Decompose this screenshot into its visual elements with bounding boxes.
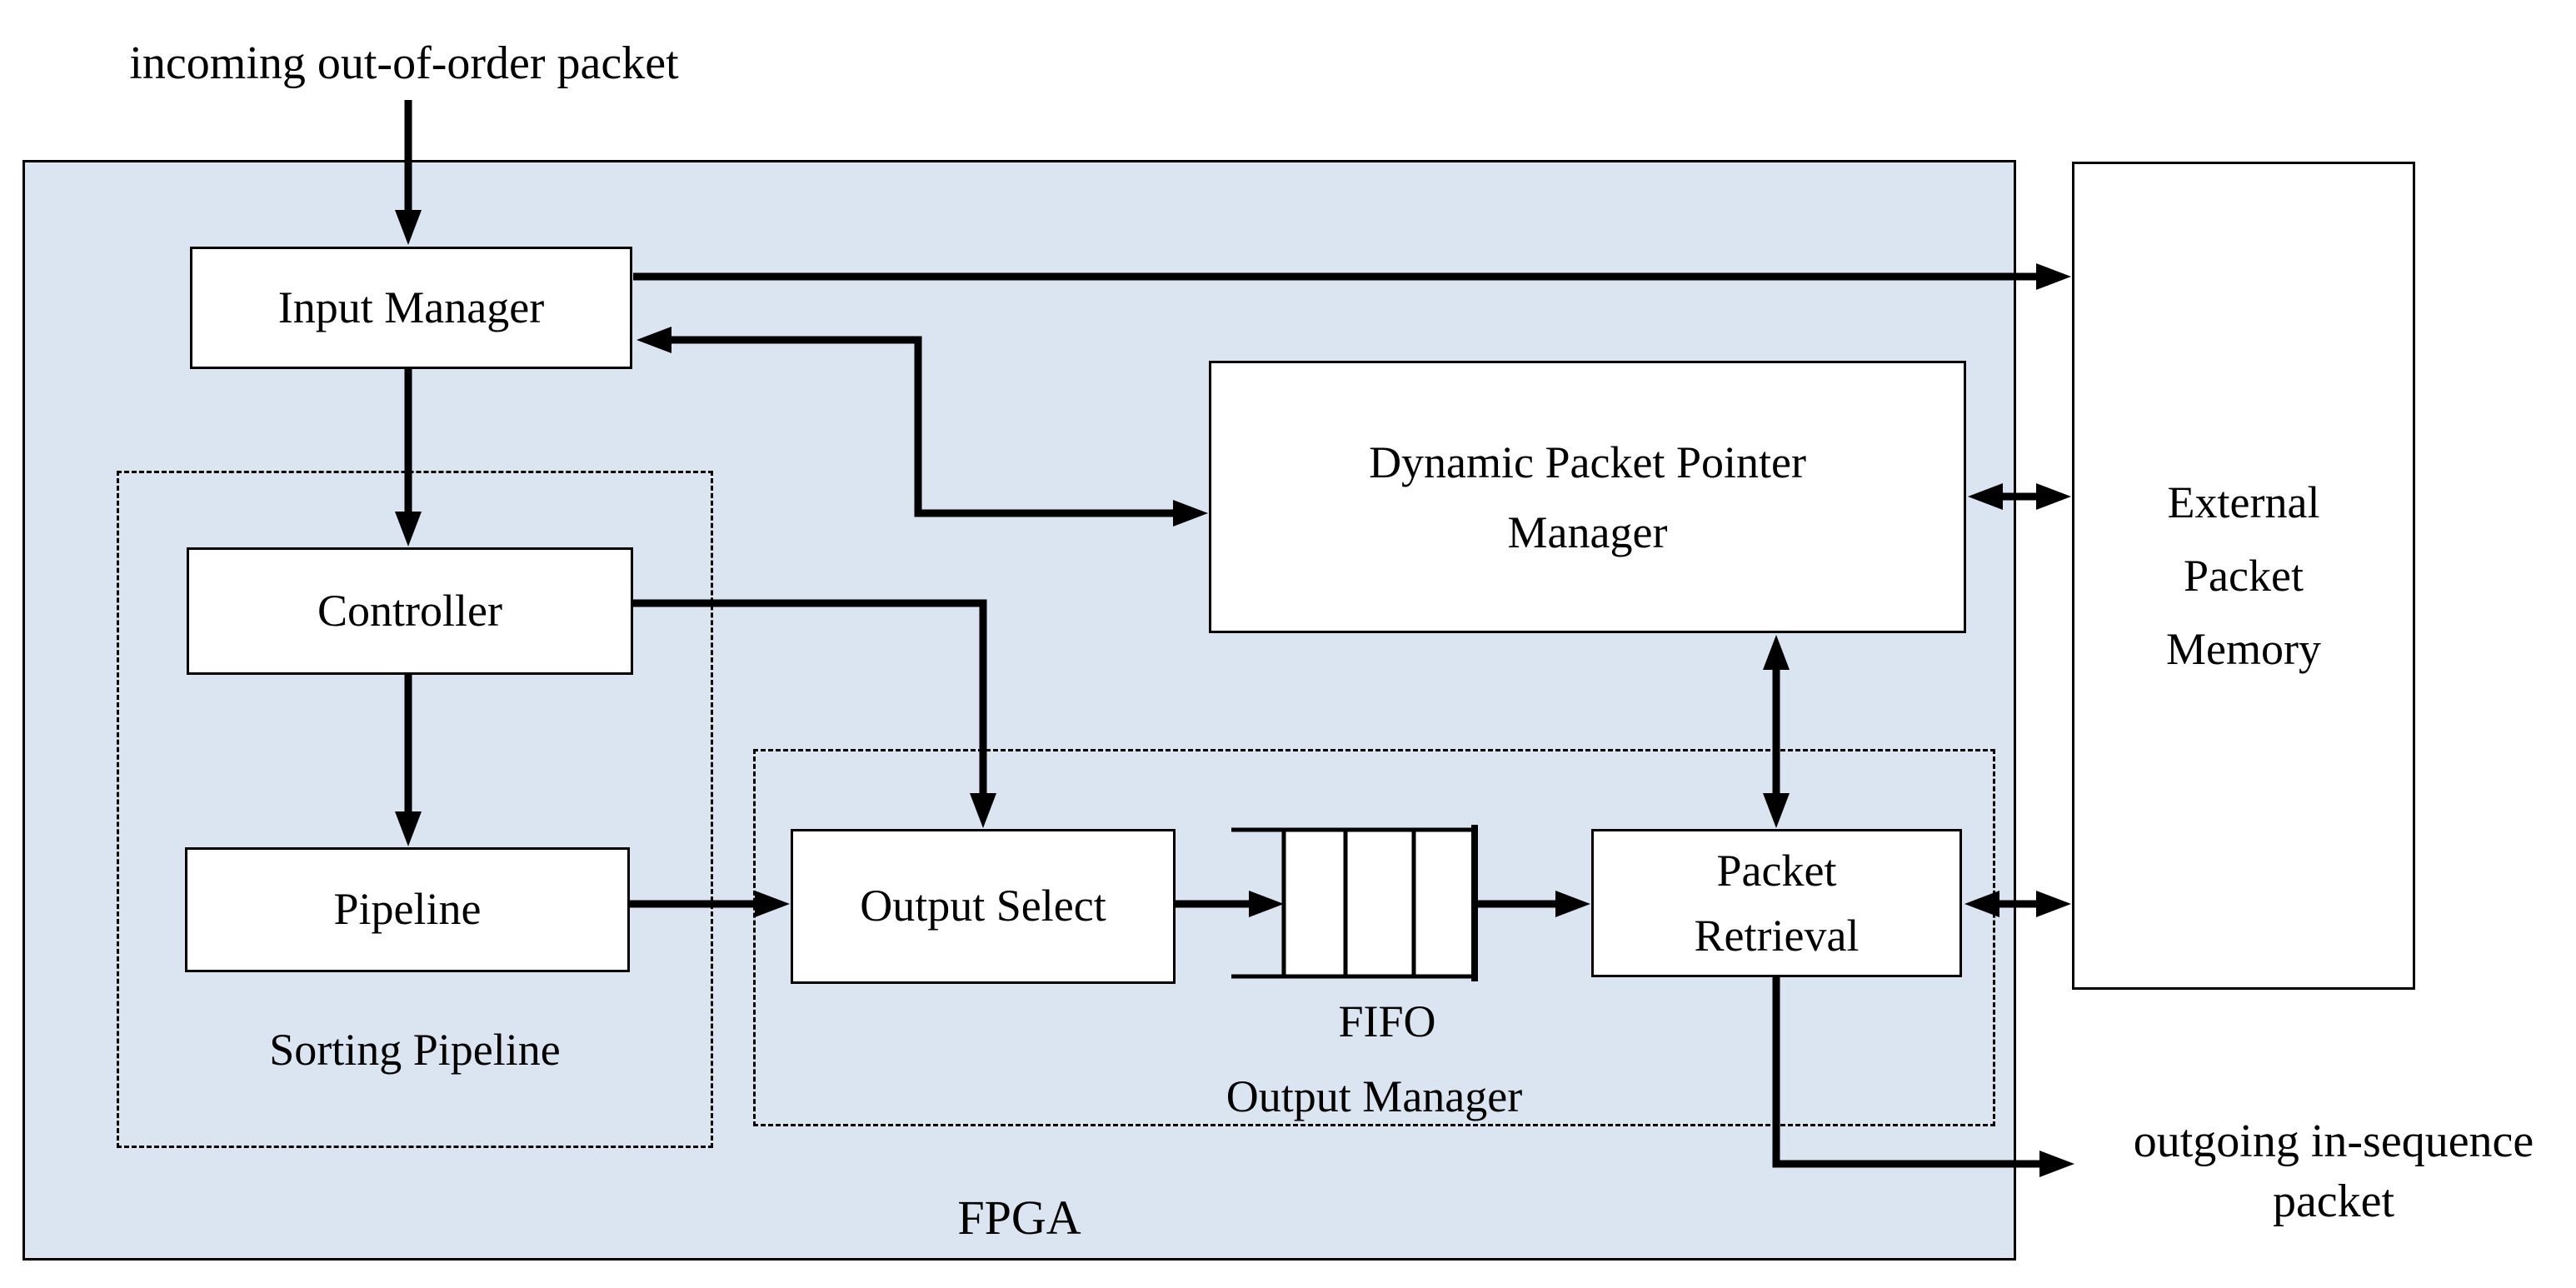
fifo-label: FIFO: [1338, 996, 1436, 1046]
pipeline-label: Pipeline: [333, 884, 482, 935]
packet-retrieval-box: Packet Retrieval: [1591, 829, 1962, 977]
output-select-label: Output Select: [860, 881, 1106, 931]
controller-box: Controller: [187, 547, 633, 675]
controller-label: Controller: [317, 585, 502, 636]
incoming-packet-label: incoming out-of-order packet: [129, 37, 679, 89]
input-manager-label: Input Manager: [277, 282, 545, 332]
pipeline-box: Pipeline: [185, 847, 630, 972]
outgoing-packet-label: outgoing in-sequence packet: [2133, 1116, 2534, 1227]
output-manager-group: [753, 749, 1995, 1126]
external-packet-memory-box: External Packet Memory: [2072, 162, 2415, 990]
fpga-label: FPGA: [957, 1191, 1081, 1245]
packet-retrieval-label: Packet Retrieval: [1694, 846, 1860, 961]
dynamic-packet-pointer-manager-label: Dynamic Packet Pointer Manager: [1369, 437, 1806, 557]
dynamic-packet-pointer-manager-box: Dynamic Packet Pointer Manager: [1209, 361, 1966, 633]
sorting-pipeline-group: [117, 471, 713, 1148]
input-manager-box: Input Manager: [190, 247, 632, 369]
sorting-pipeline-label: Sorting Pipeline: [269, 1025, 561, 1075]
output-manager-label: Output Manager: [1226, 1071, 1523, 1121]
output-select-box: Output Select: [791, 829, 1176, 984]
external-packet-memory-label: External Packet Memory: [2166, 477, 2321, 674]
